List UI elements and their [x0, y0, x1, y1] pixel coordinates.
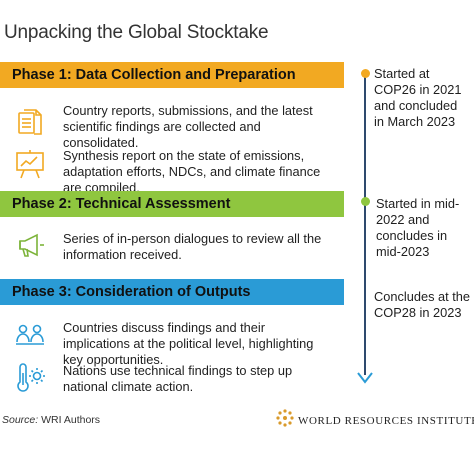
timeline-line-segment-2: [364, 203, 366, 293]
phase-1-item-1: Country reports, submissions, and the la…: [0, 103, 344, 150]
phase-3-item-1-text: Countries discuss findings and their imp…: [63, 320, 314, 367]
brand-name: WORLD RESOURCES INSTITUTE: [298, 415, 474, 427]
presentation-board-icon: [14, 148, 46, 180]
phase-2-label: Phase 2: Technical Assessment: [12, 196, 231, 212]
timeline-label-phase-3: Concludes at the COP28 in 2023: [374, 289, 472, 321]
documents-icon: [14, 107, 46, 139]
timeline-dot-phase-1: [360, 69, 370, 78]
source-text: WRI Authors: [38, 414, 101, 426]
timeline-label-phase-1: Started at COP26 in 2021 and concluded i…: [374, 66, 470, 130]
phase-1-item-2: Synthesis report on the state of emissio…: [0, 148, 344, 195]
megaphone-icon: [14, 229, 46, 261]
timeline-label-phase-1-text: Started at COP26 in 2021 and concluded i…: [374, 66, 462, 129]
timeline-line-segment-3: [364, 293, 366, 375]
timeline-arrow-icon: [357, 370, 373, 386]
people-meeting-icon: [14, 320, 46, 352]
phase-1-item-2-text: Synthesis report on the state of emissio…: [63, 148, 321, 195]
source-prefix: Source:: [2, 414, 39, 426]
phase-2-item-1-text: Series of in-person dialogues to review …: [63, 231, 322, 262]
thermometer-sun-icon: [14, 363, 46, 395]
timeline-label-phase-2-text: Started in mid-2022 and concludes in mid…: [376, 196, 460, 259]
phase-3-item-2-text: Nations use technical findings to step u…: [63, 363, 293, 394]
page-title: Unpacking the Global Stocktake: [4, 22, 269, 43]
source-note: Source: WRI Authors: [2, 414, 100, 426]
phase-2-item-1: Series of in-person dialogues to review …: [0, 231, 344, 271]
timeline-dot-phase-2: [360, 197, 370, 206]
phase-1-label: Phase 1: Data Collection and Preparation: [12, 67, 296, 83]
timeline-line-segment-1: [364, 72, 366, 198]
phase-1-item-1-text: Country reports, submissions, and the la…: [63, 103, 313, 150]
wri-logo-icon: [275, 408, 295, 428]
phase-3-item-1: Countries discuss findings and their imp…: [0, 320, 344, 367]
phase-3-label: Phase 3: Consideration of Outputs: [12, 284, 251, 300]
phase-3-header: Phase 3: Consideration of Outputs: [0, 279, 344, 305]
phase-2-header: Phase 2: Technical Assessment: [0, 191, 344, 217]
timeline-label-phase-2: Started in mid-2022 and concludes in mid…: [376, 196, 472, 260]
timeline-label-phase-3-text: Concludes at the COP28 in 2023: [374, 289, 471, 320]
phase-1-header: Phase 1: Data Collection and Preparation: [0, 62, 344, 88]
phase-3-item-2: Nations use technical findings to step u…: [0, 363, 344, 399]
